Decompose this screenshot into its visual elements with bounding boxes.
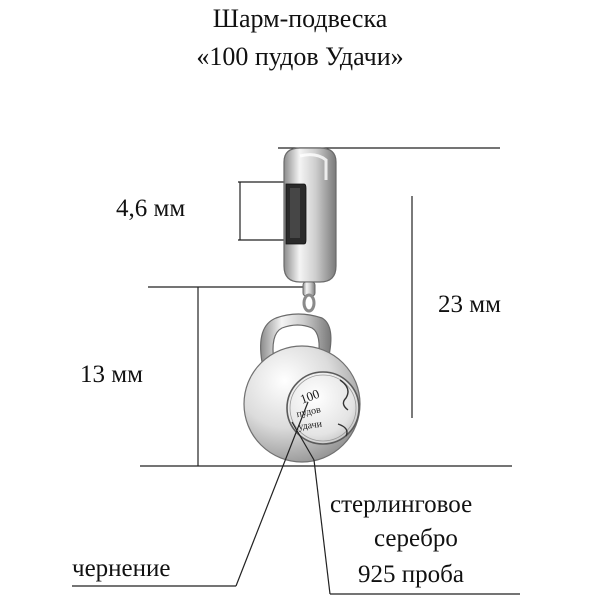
material-leader: [313, 459, 331, 595]
bail-ring: [283, 147, 337, 283]
engraving-number: 100: [298, 386, 321, 407]
engraving-word-2: удачи: [298, 419, 324, 433]
bail-hole-size-label: 4,6 мм: [116, 195, 186, 222]
blackening-label: чернение: [72, 555, 171, 582]
total-height-label: 23 мм: [438, 291, 501, 318]
product-title: Шарм-подвеска: [212, 4, 388, 33]
pendant-height-label: 13 мм: [80, 361, 143, 388]
medallion-swirl-decoration: [337, 379, 349, 437]
connector-link: [302, 281, 316, 313]
callout-leaders: [72, 401, 520, 595]
medallion-face: [286, 371, 360, 445]
material-label-line3: 925 проба: [358, 561, 464, 588]
material-label-line2: серебро: [374, 525, 458, 552]
material-label-line1: стерлинговое: [330, 491, 473, 518]
product-subtitle: «100 пудов Удачи»: [196, 42, 404, 71]
